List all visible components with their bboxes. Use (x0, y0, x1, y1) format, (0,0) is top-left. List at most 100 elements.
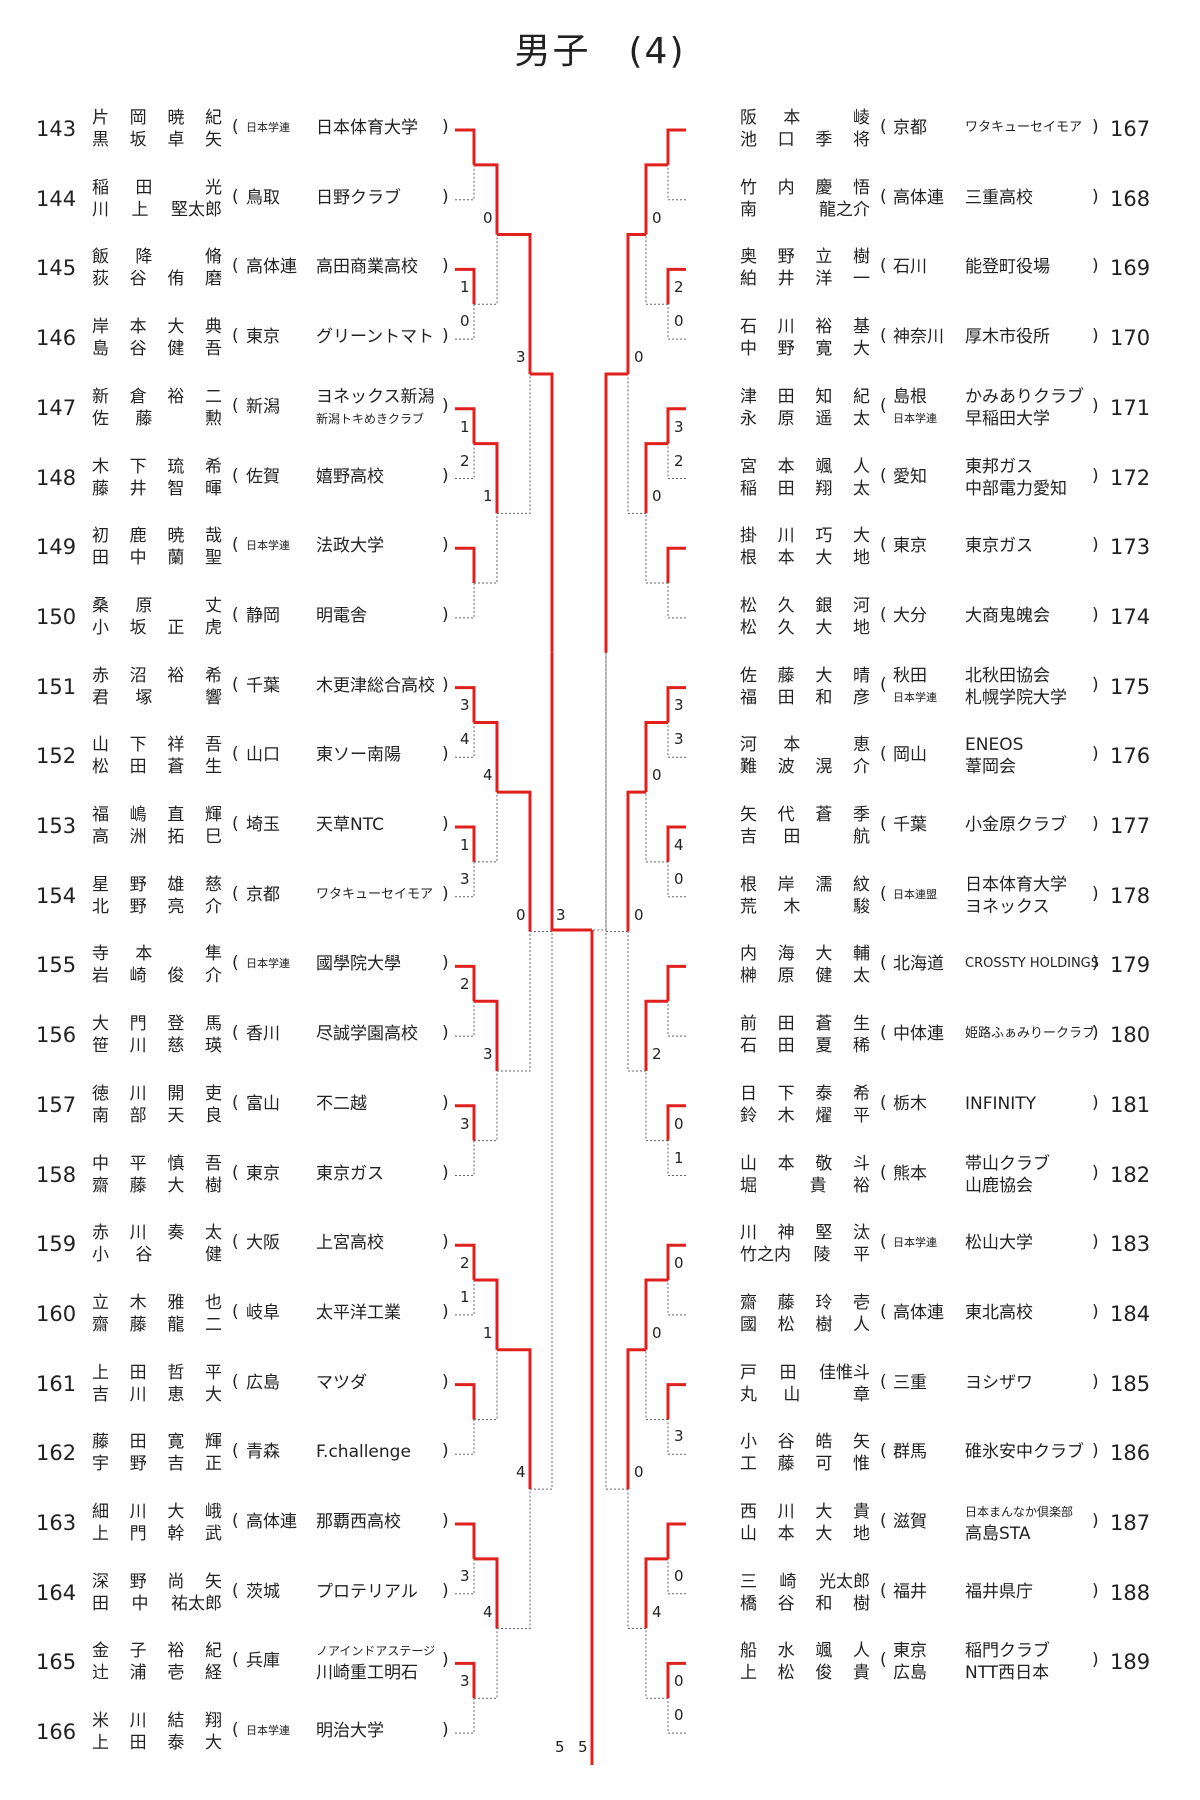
right-r1-line-b (667, 1558, 686, 1595)
club-name: 尽誠学園高校 (316, 1023, 418, 1045)
right-r1-score: 1 (674, 1148, 684, 1167)
prefecture-line: 東京 (246, 327, 280, 348)
name-char: 川 (129, 1384, 147, 1405)
club-name: 嬉野高校 (316, 466, 384, 488)
seed-number: 153 (36, 814, 77, 838)
name-char: 山 (740, 1153, 757, 1174)
name-char: 藤 (135, 408, 153, 429)
name-char: 岩 (92, 966, 109, 987)
player-names: 掛川巧大根本大地 (740, 525, 870, 569)
player-2-name: 國松樹人 (740, 1314, 870, 1336)
name-char: 樹 (852, 1593, 870, 1614)
name-char: 内 (740, 944, 757, 965)
player-1-name: 深野尚矢 (92, 1571, 222, 1593)
paren-close: ) (442, 744, 449, 765)
club-name: 法政大学 (316, 535, 384, 557)
paren-close: ) (1092, 1162, 1099, 1183)
paren-open: ( (232, 953, 239, 974)
player-2-name: 鈴木燿平 (740, 1105, 870, 1127)
seed-number: 169 (1110, 256, 1151, 281)
club-name: 日本体育大学 (316, 117, 418, 139)
left-r2-line-b (474, 792, 498, 863)
name-char: 恵 (167, 1384, 185, 1405)
right-r2-line-b (645, 792, 668, 863)
name-char: 地 (852, 617, 870, 638)
paren-open: ( (880, 814, 887, 834)
club-line: 東北高校 (965, 1302, 1033, 1323)
player-names: 飯降脩荻谷侑磨 (92, 246, 222, 290)
player-1-name: 藤田寛輝 (92, 1431, 222, 1453)
paren-open: ( (232, 186, 239, 207)
name-char: 本 (777, 1153, 795, 1174)
name-char: 瑛 (204, 1036, 222, 1057)
player-1-name: 中平慎吾 (92, 1153, 222, 1175)
club-name: CROSSTY HOLDINGS (965, 953, 1099, 975)
name-char: 掛 (740, 526, 757, 547)
right-r3-score: 0 (634, 905, 644, 924)
prefecture: 高体連 (246, 1511, 297, 1533)
left-r1-score: 3 (460, 1114, 470, 1133)
name-char: 暁 (167, 526, 185, 547)
name-char: 慈 (204, 874, 222, 895)
right-r1-score: 3 (674, 696, 684, 715)
player-names: 川神堅汰竹之内陵平 (740, 1222, 870, 1266)
paren-open: ( (232, 1580, 239, 1601)
name-char: 人 (852, 456, 870, 477)
name-char: 吾 (204, 1153, 222, 1174)
seed-number: 173 (1110, 535, 1151, 560)
name-char: 本 (783, 108, 801, 128)
name-char: 荻 (92, 269, 109, 290)
name-char: 工 (740, 1454, 757, 1475)
final-score-left: 3 (556, 906, 566, 924)
paren-close: ) (442, 604, 449, 625)
name-char: 光 (204, 177, 222, 198)
club-name: グリーントマト (316, 326, 434, 348)
name-char: 崎 (779, 1571, 797, 1592)
prefecture: 千葉 (246, 675, 280, 697)
right-r1-line-b (667, 583, 686, 619)
paren-close: ) (1092, 814, 1099, 834)
name-char: 可 (815, 1454, 833, 1475)
name-char: 脩 (204, 247, 222, 268)
name-char: 大 (204, 1733, 222, 1754)
seed-number: 175 (1110, 674, 1151, 699)
name-char: 宇 (92, 1454, 109, 1475)
paren-close: ) (1092, 1023, 1099, 1044)
name-char: 藤 (92, 478, 109, 499)
name-char: 谷 (129, 339, 147, 360)
prefecture: 兵庫 (246, 1650, 280, 1672)
name-char: 荒 (740, 896, 757, 917)
name-char: 坂 (129, 617, 147, 638)
seed-number: 187 (1110, 1511, 1151, 1535)
name-char: 立 (815, 247, 833, 268)
paren-close: ) (442, 1092, 449, 1113)
paren-open: ( (232, 256, 239, 277)
name-char: 暉 (204, 478, 222, 499)
club-name: 木更津総合高校 (316, 675, 435, 697)
left-r1-line-a (455, 1243, 476, 1281)
name-char: 本 (777, 548, 795, 569)
club-name: 日本まんなか倶楽部高島STA (965, 1501, 1073, 1545)
seed-number: 170 (1110, 326, 1151, 351)
seed-number: 184 (1110, 1301, 1151, 1326)
player-2-name: 島谷健吾 (92, 338, 222, 360)
club-line: NTT西日本 (965, 1663, 1050, 1684)
name-char: 人 (852, 1641, 870, 1662)
seed-number: 146 (36, 326, 77, 351)
name-char: 原 (135, 595, 153, 616)
left-r2-line-a (474, 442, 499, 514)
player-2-name: 南龍之介 (740, 199, 870, 221)
name-char: 恵 (852, 735, 870, 756)
name-char: 子 (129, 1641, 147, 1662)
left-r3-score: 0 (516, 905, 526, 924)
right-r1-line-a (666, 686, 686, 723)
right-r1-line-b (667, 1001, 686, 1037)
